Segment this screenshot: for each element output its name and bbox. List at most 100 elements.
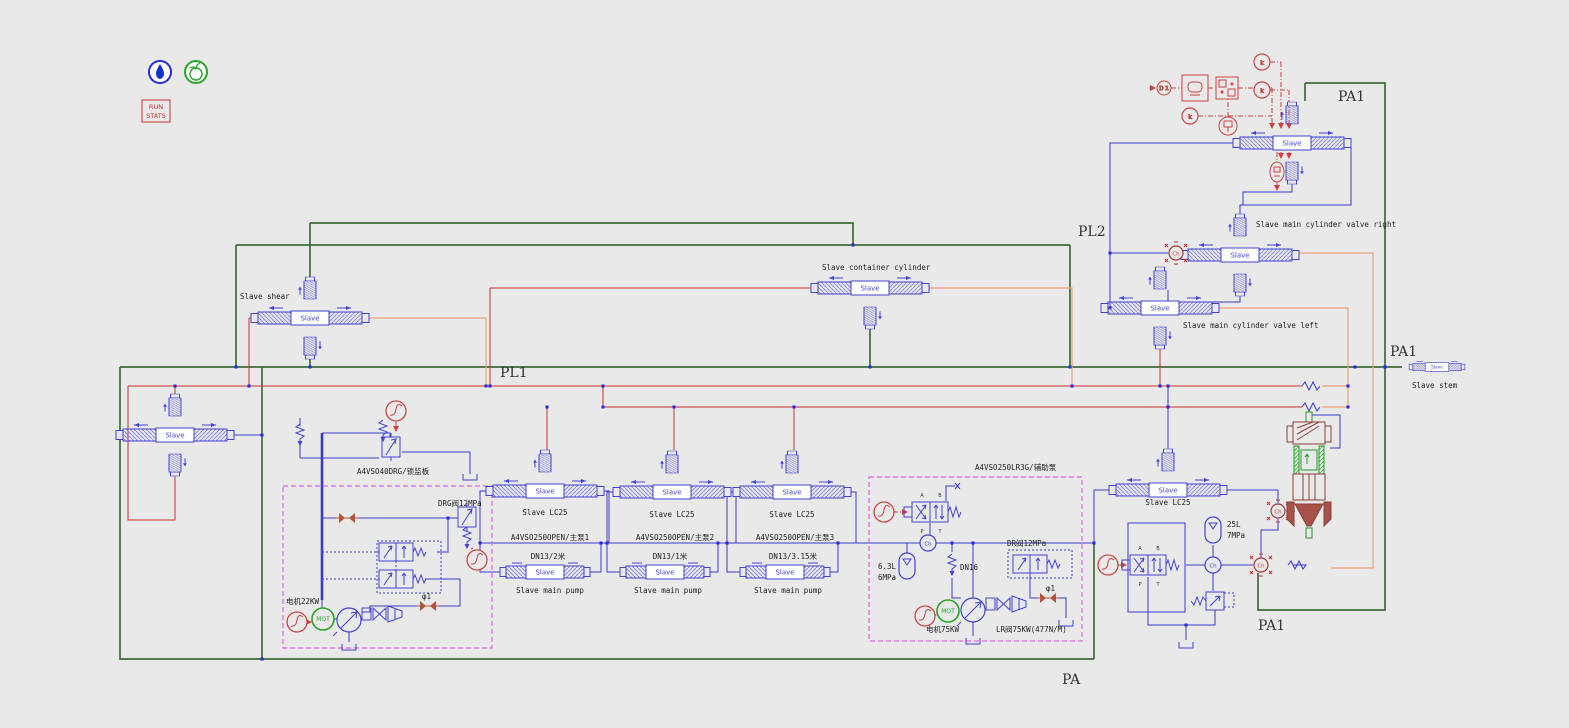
gain-k-3[interactable]: k: [1181, 107, 1199, 125]
motor-aux[interactable]: MOT: [936, 599, 960, 623]
tank-icon: [1178, 641, 1194, 649]
label-slave-container: Slave container cylinder: [822, 263, 931, 272]
slave-lc25-2[interactable]: Slave: [612, 450, 732, 500]
slave-lc25-3[interactable]: Slave: [732, 450, 852, 500]
tank-icon: [462, 473, 478, 481]
accumulator-aux[interactable]: [898, 552, 916, 580]
aux-directional-valve[interactable]: A B P T: [903, 493, 962, 535]
label-lc25-4: Slave LC25: [1145, 498, 1190, 507]
label-pa1-bottom: PA1: [1258, 618, 1285, 634]
label-dn16: DN16: [960, 563, 979, 572]
svg-text:A: A: [1138, 546, 1142, 552]
svg-text:Slave: Slave: [1431, 365, 1443, 371]
label-pipe2: DN13/1米: [653, 551, 688, 561]
slave-stem[interactable]: Slave: [1408, 361, 1466, 372]
signal-source-d1[interactable]: D 1: [1156, 80, 1172, 96]
pilot-relief-valve[interactable]: [378, 400, 407, 462]
label-pipe3: DN13/3.15米: [769, 551, 818, 561]
slave-main-cylinder-valve-right[interactable]: Slave: [1180, 213, 1300, 297]
run-stats-button[interactable]: RUN STATS: [141, 99, 171, 123]
label-slave-stem: Slave stem: [1412, 381, 1458, 390]
dr-valve[interactable]: [1012, 554, 1061, 574]
pilot-valve-1[interactable]: [378, 542, 427, 562]
junction-block[interactable]: [1215, 76, 1239, 100]
label-pa-bottom: PA: [1062, 672, 1081, 688]
display-block[interactable]: [1269, 161, 1285, 183]
swash-control-left[interactable]: [361, 605, 403, 623]
fluid-properties-icon[interactable]: [148, 60, 172, 84]
pump-group-box-aux: [868, 476, 1083, 642]
svg-text:RUN: RUN: [149, 103, 163, 111]
orifice-phi1-left[interactable]: [416, 600, 440, 612]
label-mcv-left: Slave main cylinder valve left: [1183, 321, 1318, 330]
svg-text:Slave: Slave: [535, 569, 554, 577]
orifice-phi1-right[interactable]: [1036, 592, 1060, 604]
label-main-pump-1: Slave main pump: [516, 586, 584, 595]
aux-chamber[interactable]: Ch: [919, 534, 937, 552]
slave-main-cylinder[interactable]: Slave: [1232, 101, 1352, 185]
pressure-gauge-icon: [385, 400, 407, 422]
label-motor1: 电机22KW: [286, 596, 320, 606]
right-directional-valve[interactable]: A B P T: [1121, 546, 1180, 588]
aux-pump-symbol[interactable]: [956, 597, 986, 627]
slave-lc25-4[interactable]: Slave: [1108, 448, 1228, 498]
pilot-valve-2[interactable]: [378, 569, 427, 589]
slave-main-pump-3[interactable]: Slave: [739, 562, 831, 580]
motor-gauge-left[interactable]: [286, 611, 308, 633]
slave-lc25-1[interactable]: Slave: [485, 449, 605, 499]
slave-main-pump-2[interactable]: Slave: [619, 562, 711, 580]
signal-network: D 1 k k k: [1156, 53, 1285, 183]
accumulator-25l[interactable]: [1204, 516, 1222, 544]
svg-text:A: A: [920, 493, 924, 499]
wiring: [119, 61, 1402, 661]
dn16-check-valve[interactable]: [947, 553, 957, 576]
apple-icon[interactable]: [184, 60, 208, 84]
label-pump2-model: A4VSO250OPEN/主泵2: [636, 532, 714, 542]
svg-text:Ch: Ch: [1172, 252, 1180, 258]
main-pump-symbol-left[interactable]: [332, 607, 362, 637]
svg-text:B: B: [938, 493, 942, 499]
label-aux-unit: A4VSO250LR3G/辅助泵: [975, 462, 1057, 472]
motor-left[interactable]: MOT: [311, 607, 335, 631]
scope-block[interactable]: [1218, 116, 1238, 136]
label-pump3-model: A4VSO250OPEN/主泵3: [756, 532, 834, 542]
slave-main-pump-1[interactable]: Slave: [499, 562, 591, 580]
orifice-icon[interactable]: [335, 512, 359, 524]
motor-gauge-aux[interactable]: [914, 605, 936, 627]
svg-text:Slave: Slave: [535, 488, 554, 496]
aux-gauge[interactable]: [873, 501, 895, 523]
svg-text:Slave: Slave: [775, 569, 794, 577]
label-lr-valve: LR阀75KW(477N/M): [996, 625, 1067, 634]
label-acc1-vol: 6.3L: [878, 562, 897, 571]
tank-icon: [341, 643, 357, 651]
swash-control-aux[interactable]: [985, 595, 1027, 613]
label-pl1: PL1: [500, 365, 528, 381]
check-valve-left[interactable]: [295, 423, 305, 446]
gain-k-1[interactable]: k: [1253, 53, 1271, 71]
label-pump1-model: A4VSO250OPEN/主泵1: [511, 532, 589, 542]
transducer-block[interactable]: [1181, 74, 1209, 102]
svg-text:Slave: Slave: [1150, 305, 1169, 313]
slave-container-cylinder[interactable]: Slave: [810, 275, 930, 330]
label-slave-shear: Slave shear: [240, 292, 290, 301]
gain-k-2[interactable]: k: [1253, 81, 1271, 99]
svg-text:B: B: [1156, 546, 1160, 552]
chamber-red-3[interactable]: Ch: [1249, 553, 1273, 577]
chamber-blue-right[interactable]: Ch: [1204, 556, 1222, 574]
label-pilot-unit: A4VSO40DRG/锁监板: [357, 466, 430, 476]
slave-main-cylinder-valve-left[interactable]: Slave: [1100, 266, 1220, 350]
right-gauge[interactable]: [1097, 554, 1119, 576]
chamber-red-2[interactable]: Ch: [1266, 499, 1290, 523]
chamber-red-1[interactable]: Ch: [1164, 241, 1188, 265]
drg-valve[interactable]: [457, 502, 488, 571]
svg-text:STATS: STATS: [146, 112, 166, 120]
svg-text:Ch: Ch: [1274, 510, 1282, 516]
slave-shear[interactable]: Slave: [250, 276, 370, 360]
label-pa1-top: PA1: [1338, 89, 1365, 105]
svg-text:MOT: MOT: [941, 608, 955, 615]
svg-text:Slave: Slave: [165, 432, 184, 440]
slave-left-manifold[interactable]: Slave: [115, 393, 235, 477]
right-relief-valve[interactable]: [1190, 591, 1225, 611]
cartridge-valve[interactable]: [1286, 411, 1332, 539]
